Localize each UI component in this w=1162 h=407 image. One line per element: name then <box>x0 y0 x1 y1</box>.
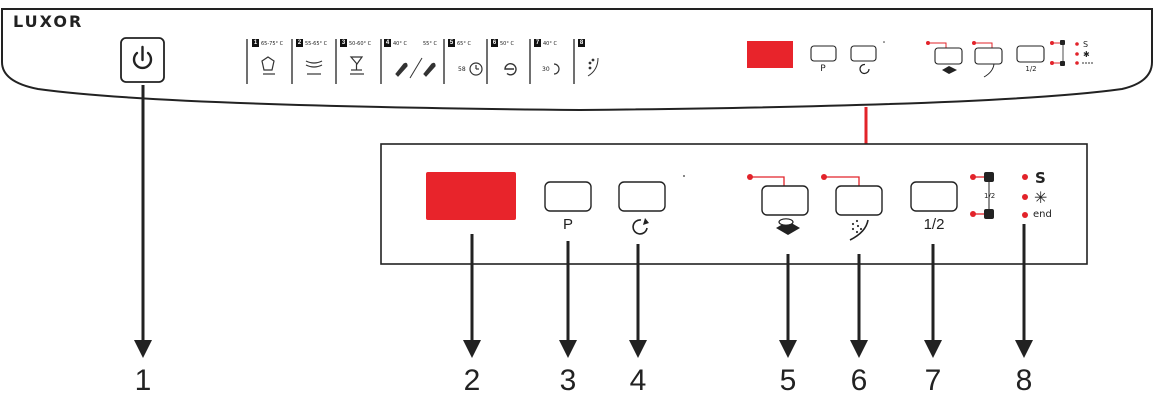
callout-3: 3 <box>559 364 577 397</box>
program-3-icon <box>349 56 364 75</box>
top-tablet-icon <box>942 66 957 74</box>
zoom-program-label: P <box>562 216 573 233</box>
program-6-temp: 50° C <box>500 41 514 47</box>
zoom-rinse-button <box>835 185 883 216</box>
program-3-number: 3 <box>340 39 347 47</box>
program-2-number: 2 <box>296 39 303 47</box>
program-7-time: 30 <box>542 66 550 73</box>
program-1-icon <box>261 56 275 75</box>
program-3-temp: 50-60° C <box>349 41 372 47</box>
callout-1: 1 <box>134 364 152 397</box>
callout-5: 5 <box>779 364 797 397</box>
lower-rack-indicator <box>984 209 994 219</box>
zoom-start-icon <box>632 218 649 235</box>
zoom-half-label: 1/2 <box>923 216 945 233</box>
program-4-icon <box>395 57 436 79</box>
program-5-number: 5 <box>448 39 455 47</box>
program-7-temp: 40° C <box>543 41 557 47</box>
zoom-program-button <box>544 181 592 212</box>
upper-rack-indicator <box>984 172 994 182</box>
program-4-number: 4 <box>384 39 391 47</box>
salt-icon: S <box>1035 169 1046 187</box>
top-start-button <box>850 45 877 62</box>
top-program-label: P <box>820 64 826 74</box>
zoom-start-button <box>618 181 666 212</box>
top-half-button <box>1016 45 1045 63</box>
program-5-temp: 65° C <box>457 41 471 47</box>
callout-2: 2 <box>463 364 481 397</box>
rinse-aid-warning-icon: ✳ <box>1034 188 1047 207</box>
program-5-clock-icon <box>469 62 483 76</box>
top-program-button <box>810 45 837 62</box>
program-1-temp: 65-75° C <box>261 41 284 47</box>
program-2-icon <box>305 60 323 75</box>
callout-7: 7 <box>924 364 942 397</box>
program-1-number: 1 <box>252 39 259 47</box>
program-2-temp: 55-65° C <box>305 41 328 47</box>
callout-4: 4 <box>629 364 647 397</box>
program-8-rinse-icon <box>587 57 599 77</box>
program-4-temp2: 55° C <box>423 41 437 47</box>
control-panel-outline <box>1 8 1153 112</box>
program-6-number: 6 <box>491 39 498 47</box>
zoom-end-label: end <box>1033 209 1052 220</box>
top-tablet-button <box>934 47 963 65</box>
top-rinse-button <box>974 47 1003 65</box>
top-rinse-icon <box>983 63 995 78</box>
program-6-eco-icon <box>504 63 517 76</box>
program-7-number: 7 <box>534 39 541 47</box>
callout-6: 6 <box>850 364 868 397</box>
zoom-tablet-button <box>761 185 809 216</box>
svg-text:S: S <box>1083 40 1088 49</box>
zoom-half-small-label: 1/2 <box>984 192 996 200</box>
zoom-tablet-icon <box>776 218 800 235</box>
zoom-display <box>426 172 516 220</box>
svg-text:✱: ✱ <box>1083 50 1090 59</box>
callout-8: 8 <box>1015 364 1033 397</box>
program-5-time: 58 <box>458 66 466 73</box>
top-display <box>747 41 793 68</box>
zoom-half-button <box>910 181 958 212</box>
program-4-temp: 40° C <box>393 41 407 47</box>
brand-logo: LUXOR <box>13 12 84 31</box>
program-8-number: 8 <box>578 39 585 47</box>
callout-arrows <box>134 85 1033 358</box>
power-icon <box>132 45 153 70</box>
top-start-icon <box>859 63 870 75</box>
zoom-rinse-icon <box>849 219 869 241</box>
program-dividers <box>246 39 575 84</box>
top-half-label: 1/2 <box>1025 65 1037 73</box>
program-7-rapid-icon <box>553 63 560 75</box>
